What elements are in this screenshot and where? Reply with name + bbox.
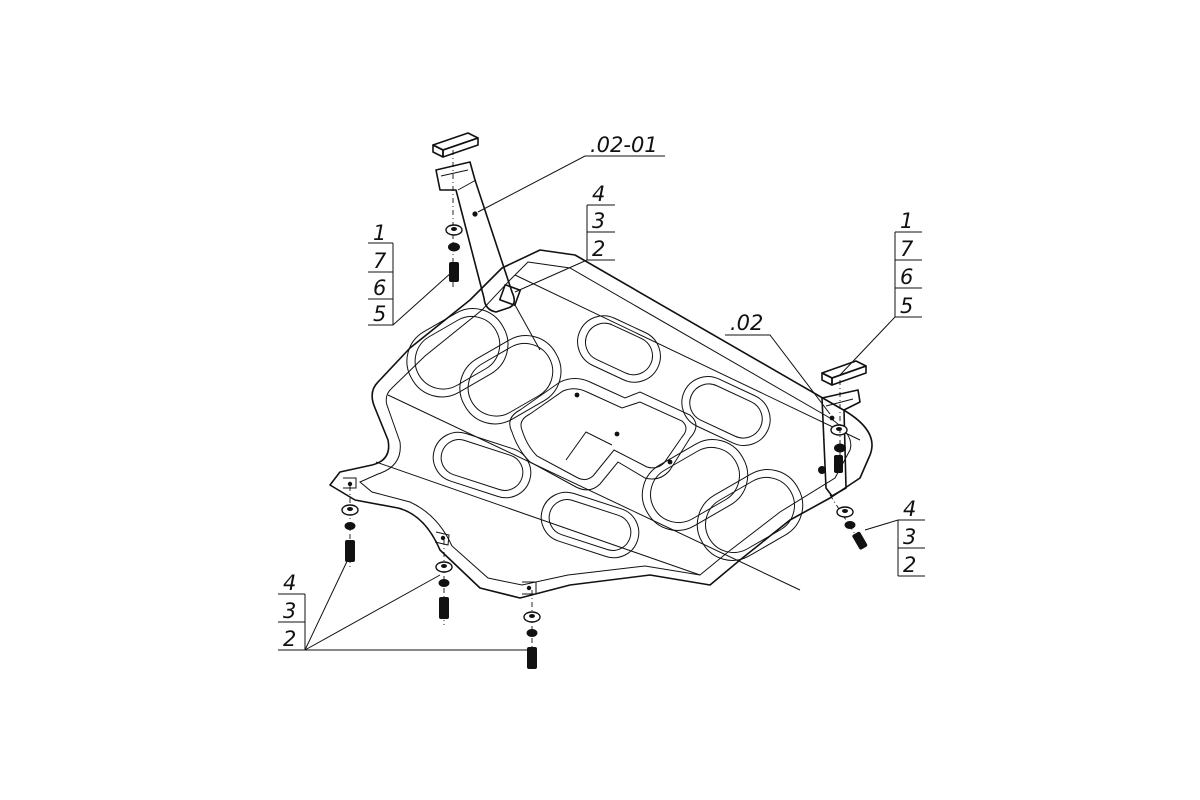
bolt-icon [439,597,449,619]
nut-icon [844,521,856,529]
stack-left-bottom-item-1: 4 [283,571,296,595]
bolt-icon [448,262,460,282]
stack-right-bottom-item-2: 3 [903,525,916,549]
spacer-plate-left-icon [432,132,479,158]
stamped-window-4 [681,376,771,446]
bolt-icon [527,647,537,669]
label-02: .02 [730,311,763,335]
callout-bracket-left: .02-01 [477,133,665,213]
stamped-window-5 [432,431,532,499]
callout-stack-right-top: 1 7 6 5 [839,209,922,376]
stack-left-top-item-3: 6 [373,276,386,300]
callout-stack-right-bottom: 4 3 2 [864,497,925,577]
stack-right-top-item-3: 6 [900,265,913,289]
mounting-bracket-left-icon [435,161,522,313]
mount-slot-right [522,581,537,595]
stack-right-top-item-1: 1 [900,209,913,233]
stack-right-bottom-item-3: 2 [903,553,916,577]
stamped-window-7 [641,439,749,531]
stack-right-bottom-item-1: 4 [903,497,916,521]
washer-icon [435,561,453,573]
mount-slot-left [343,477,357,489]
spacer-plate-right-icon [821,360,867,386]
nut-icon [526,629,538,637]
callout-stack-left-top: 1 7 6 5 [368,221,453,326]
stack-left-top-item-1: 1 [373,221,386,245]
stack-left-bottom-item-2: 3 [283,599,296,623]
label-02-01: .02-01 [590,133,658,157]
stack-right-top-item-4: 5 [900,294,913,318]
stack-left-bottom-item-3: 2 [283,627,296,651]
skid-plate-icon [329,249,873,599]
stack-left-top-item-2: 7 [373,249,387,273]
washer-icon [836,506,854,518]
stack-center-top-item-1: 4 [592,182,605,206]
mount-slot-center [434,531,450,546]
callout-stack-center-top: 4 3 2 [514,182,615,351]
stack-center-top-item-3: 2 [592,237,605,261]
nut-icon [344,522,356,530]
stamped-window-8 [696,469,804,561]
callout-stack-left-bottom: 4 3 2 [278,554,530,651]
stamped-window-6 [540,491,640,559]
nut-icon [448,242,460,252]
washer-icon [445,224,463,236]
stamped-window-3 [577,315,661,383]
stamped-serpentine [509,378,697,491]
washer-icon [341,504,359,516]
callout-bracket-right: .02 [725,311,831,415]
stack-right-top-item-2: 7 [900,237,914,261]
bolt-icon [852,531,868,550]
stack-center-top-item-2: 3 [592,209,605,233]
bolt-icon [345,540,355,562]
washer-icon [523,611,541,623]
stamped-window-1 [406,308,509,398]
nut-icon [438,579,450,587]
stamped-window-2 [459,335,562,425]
stack-left-top-item-4: 5 [373,302,386,326]
